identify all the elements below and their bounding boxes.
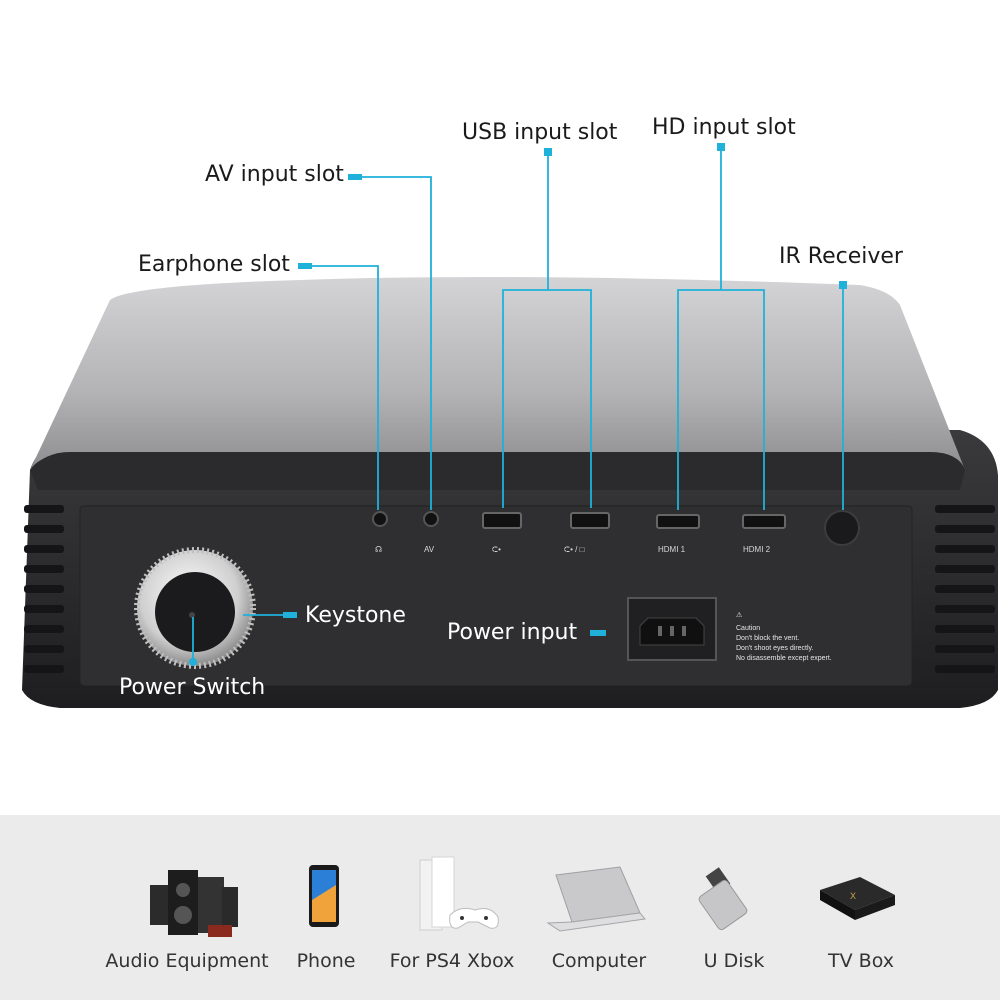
- earphone-slot-label: Earphone slot: [138, 252, 290, 277]
- usb-display-symbol-icon: ⮈• / □: [564, 545, 585, 554]
- ir-receiver-window: [824, 510, 860, 546]
- hd-input-slot-label: HD input slot: [652, 115, 796, 140]
- keystone-knob: [134, 547, 256, 669]
- laptop-icon: [546, 866, 646, 932]
- hdmi2-port-label: HDMI 2: [743, 545, 771, 554]
- usb-port-1: [482, 512, 522, 529]
- usb-port-2: [570, 512, 610, 529]
- tv-box-icon: X: [820, 877, 895, 920]
- right-vent-ribs: [935, 505, 995, 673]
- caution-label: ⚠ Caution Don't block the vent. Don't sh…: [736, 611, 832, 662]
- hdmi-port-1: [656, 514, 700, 529]
- svg-text:X: X: [850, 891, 856, 901]
- power-switch-label: Power Switch: [119, 675, 266, 700]
- projector-top-cover: [30, 276, 965, 470]
- av-port-label: AV: [424, 545, 435, 554]
- device-label-console: For PS4 Xbox: [389, 950, 515, 972]
- usb-symbol-icon: ⮈•: [492, 545, 501, 554]
- keystone-label: Keystone: [305, 603, 406, 628]
- ports: ☊ AV ⮈• ⮈• / □ HDMI 1 HDMI 2: [372, 510, 860, 554]
- av-input-slot-label: AV input slot: [205, 162, 344, 187]
- hdmi1-port-label: HDMI 1: [658, 545, 686, 554]
- device-label-tvbox: TV Box: [828, 950, 894, 972]
- svg-text:Don't shoot eyes directly.: Don't shoot eyes directly.: [736, 645, 814, 652]
- svg-text:Caution: Caution: [736, 625, 760, 632]
- device-label-phone: Phone: [296, 950, 356, 972]
- device-label-computer: Computer: [551, 950, 647, 972]
- smartphone-icon: [309, 865, 339, 927]
- callout-markers: [189, 143, 847, 666]
- earphone-jack: [372, 511, 388, 527]
- game-console-icon: [419, 856, 499, 931]
- warning-triangle-icon: ⚠: [736, 611, 742, 619]
- power-switch-button: [155, 572, 235, 652]
- speaker-system-icon: [150, 870, 238, 937]
- device-label-audio: Audio Equipment: [105, 950, 269, 972]
- callout-lines: [192, 145, 844, 662]
- device-label-udisk: U Disk: [703, 950, 765, 972]
- headphone-glyph-icon: ☊: [375, 545, 382, 554]
- device-icons: X: [150, 856, 895, 937]
- power-input-label: Power input: [447, 620, 578, 645]
- av-jack: [423, 511, 439, 527]
- usb-drive-icon: [698, 867, 748, 931]
- ir-receiver-label: IR Receiver: [779, 244, 903, 269]
- usb-input-slot-label: USB input slot: [462, 120, 618, 145]
- left-vent-ribs: [24, 505, 64, 673]
- hdmi-port-2: [742, 514, 786, 529]
- power-inlet: [627, 597, 717, 661]
- svg-text:Don't block the vent.: Don't block the vent.: [736, 635, 799, 642]
- svg-text:No disassemble except expert.: No disassemble except expert.: [736, 655, 832, 662]
